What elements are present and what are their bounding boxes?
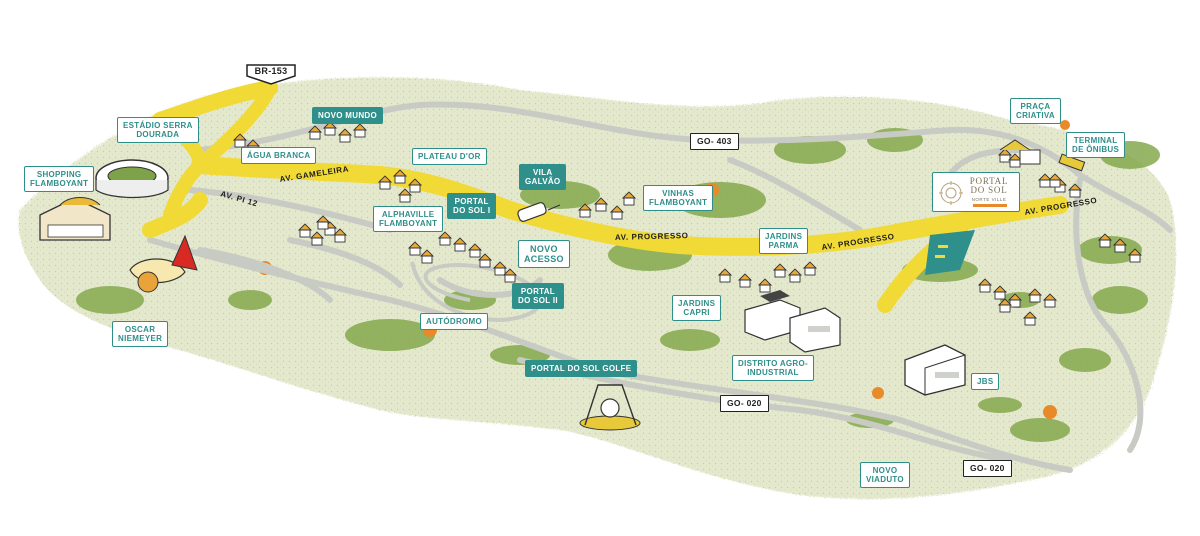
- house-icon: [1047, 173, 1063, 188]
- house-icon: [322, 121, 338, 136]
- stadium-icon: [95, 159, 169, 199]
- house-icon: [1112, 238, 1128, 253]
- oscar-niemeyer-monument-icon: [129, 234, 198, 293]
- house-icon: [392, 169, 408, 184]
- road-label-progresso-1: AV. PROGRESSO: [615, 231, 689, 242]
- secondary-roads: [147, 101, 1173, 473]
- junction-plates: [925, 230, 975, 275]
- label-estadio: ESTÁDIO SERRA DOURADA: [117, 117, 199, 143]
- distrito-buildings-icon: [744, 290, 841, 353]
- house-icon: [1127, 248, 1143, 263]
- house-icon: [307, 125, 323, 140]
- house-icon: [477, 253, 493, 268]
- house-icon: [757, 278, 773, 293]
- house-icon: [772, 263, 788, 278]
- label-agua-branca: ÁGUA BRANCA: [241, 147, 317, 164]
- house-icon: [467, 243, 483, 258]
- house-icon: [437, 231, 453, 246]
- house-icon: [452, 237, 468, 252]
- brand-tagline: NORTE VILLE: [971, 197, 1007, 202]
- sun-logo-icon: [939, 181, 963, 205]
- go403-label: GO- 403: [690, 133, 739, 150]
- house-icon: [297, 223, 313, 238]
- house-icon: [997, 298, 1013, 313]
- house-icon: [1042, 293, 1058, 308]
- go020-label-b: GO- 020: [963, 460, 1012, 477]
- br153-label: BR-153: [254, 66, 288, 76]
- house-icon: [717, 268, 733, 283]
- land-area: [18, 77, 1177, 500]
- label-shopping: SHOPPING FLAMBOYANT: [24, 166, 95, 192]
- house-icon: [609, 205, 625, 220]
- house-clusters: [232, 121, 1143, 326]
- label-portal-sol-1: PORTAL DO SOL I: [447, 193, 497, 219]
- label-jardins-parma: JARDINS PARMA: [759, 228, 809, 254]
- house-icon: [992, 285, 1008, 300]
- golf-monument-icon: [579, 384, 641, 431]
- label-jardins-capri: JARDINS CAPRI: [672, 295, 722, 321]
- house-icon: [977, 278, 993, 293]
- house-icon: [737, 273, 753, 288]
- house-icon: [621, 191, 637, 206]
- house-icon: [1067, 183, 1083, 198]
- label-autodromo: AUTÓDROMO: [420, 313, 489, 330]
- brand-name: PORTAL DO SOL: [969, 176, 1009, 195]
- jbs-building-icon: [904, 344, 966, 396]
- label-terminal: TERMINAL DE ÔNIBUS: [1066, 132, 1126, 158]
- house-icon: [397, 188, 413, 203]
- label-vila-galvao: VILA GALVÃO: [519, 164, 567, 190]
- label-novo-viaduto: NOVO VIADUTO: [860, 462, 910, 488]
- house-icon: [1022, 311, 1038, 326]
- car-icon: [517, 202, 561, 222]
- house-icon: [315, 215, 331, 230]
- go020-label-a: GO- 020: [720, 395, 769, 412]
- house-icon: [419, 249, 435, 264]
- house-icon: [787, 268, 803, 283]
- house-icon: [502, 268, 518, 283]
- label-plateau: PLATEAU D'OR: [412, 148, 487, 165]
- house-icon: [1027, 288, 1043, 303]
- label-portal-golfe: PORTAL DO SOL GOLFE: [525, 360, 638, 377]
- house-icon: [337, 128, 353, 143]
- label-novo-mundo: NOVO MUNDO: [312, 107, 383, 124]
- house-icon: [593, 197, 609, 212]
- label-portal-sol-2: PORTAL DO SOL II: [512, 283, 564, 309]
- terminal-icon: [999, 139, 1086, 172]
- br153-shield: BR-153: [245, 63, 297, 85]
- house-icon: [577, 203, 593, 218]
- house-icon: [1097, 233, 1113, 248]
- shopping-building-icon: [39, 197, 111, 241]
- brand-accent-bar: [973, 204, 1007, 207]
- house-icon: [232, 133, 248, 148]
- label-jbs: JBS: [971, 373, 1000, 390]
- house-icon: [407, 178, 423, 193]
- house-icon: [309, 231, 325, 246]
- label-oscar: OSCAR NIEMEYER: [112, 321, 169, 347]
- label-praca: PRAÇA CRIATIVA: [1010, 98, 1061, 124]
- label-alphaville: ALPHAVILLE FLAMBOYANT: [373, 206, 444, 232]
- house-icon: [332, 228, 348, 243]
- portal-do-sol-brand: PORTAL DO SOL NORTE VILLE: [932, 172, 1020, 212]
- house-icon: [492, 261, 508, 276]
- house-icon: [407, 241, 423, 256]
- label-novo-acesso: NOVO ACESSO: [518, 240, 570, 268]
- label-vinhas: VINHAS FLAMBOYANT: [643, 185, 714, 211]
- house-icon: [352, 123, 368, 138]
- house-icon: [377, 175, 393, 190]
- label-distrito: DISTRITO AGRO- INDUSTRIAL: [732, 355, 814, 381]
- house-icon: [802, 261, 818, 276]
